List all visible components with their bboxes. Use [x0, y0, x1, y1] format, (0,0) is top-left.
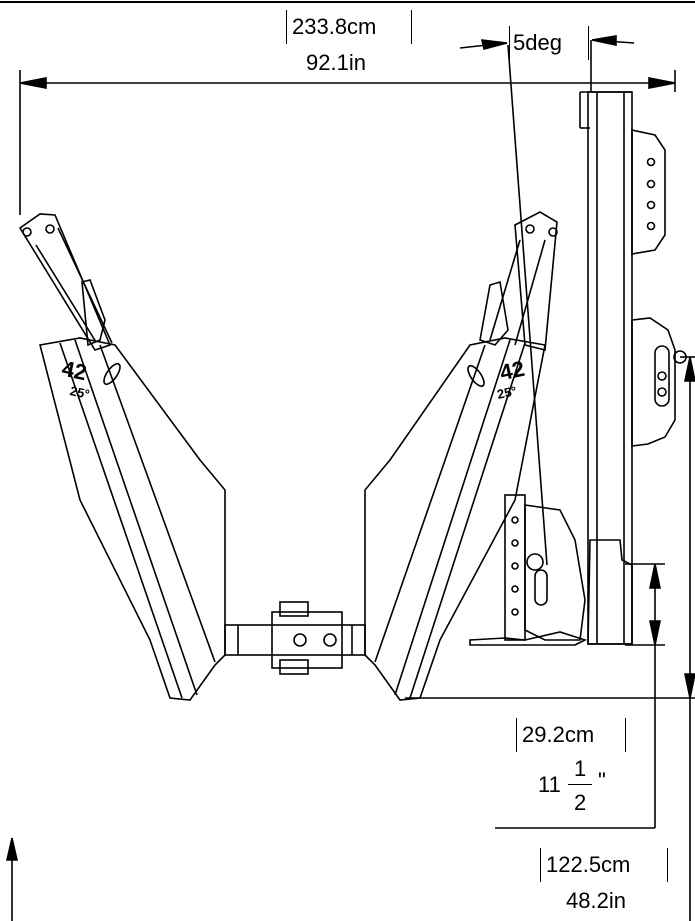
offset-dimension	[495, 563, 665, 829]
offset-cm: 29.2cm	[522, 722, 595, 747]
mid-bracket	[469, 494, 588, 646]
offset-in-denominator: 2	[574, 790, 587, 815]
height-in: 48.2in	[566, 888, 626, 913]
angle-label: 5deg	[513, 30, 562, 55]
right-wing-number: 42	[497, 355, 527, 386]
center-hitch	[224, 601, 366, 675]
mast	[579, 91, 687, 645]
right-wing	[364, 211, 558, 701]
left-wing-number: 42	[59, 355, 89, 386]
offset-in-unit: "	[598, 768, 606, 793]
overall-width-dimension	[19, 70, 676, 215]
height-cm: 122.5cm	[546, 852, 631, 877]
left-wing	[18, 213, 226, 701]
overall-width-cm-bracket	[286, 10, 412, 44]
bottom-left-arrow	[5, 837, 19, 921]
left-wing-angle: 25°	[68, 383, 92, 402]
offset-in-numerator: 1	[574, 756, 587, 781]
height-cm-bracket	[540, 848, 668, 882]
overall-width-in: 92.1in	[306, 50, 366, 75]
offset-cm-bracket	[516, 718, 626, 752]
overall-width-cm: 233.8cm	[292, 14, 377, 39]
angle-label-box	[509, 26, 589, 60]
offset-in-whole: 11	[538, 772, 561, 797]
height-dimension	[405, 356, 695, 921]
right-wing-angle: 25°	[495, 383, 519, 402]
angle-dimension	[459, 35, 635, 566]
fraction-bar	[568, 784, 592, 785]
